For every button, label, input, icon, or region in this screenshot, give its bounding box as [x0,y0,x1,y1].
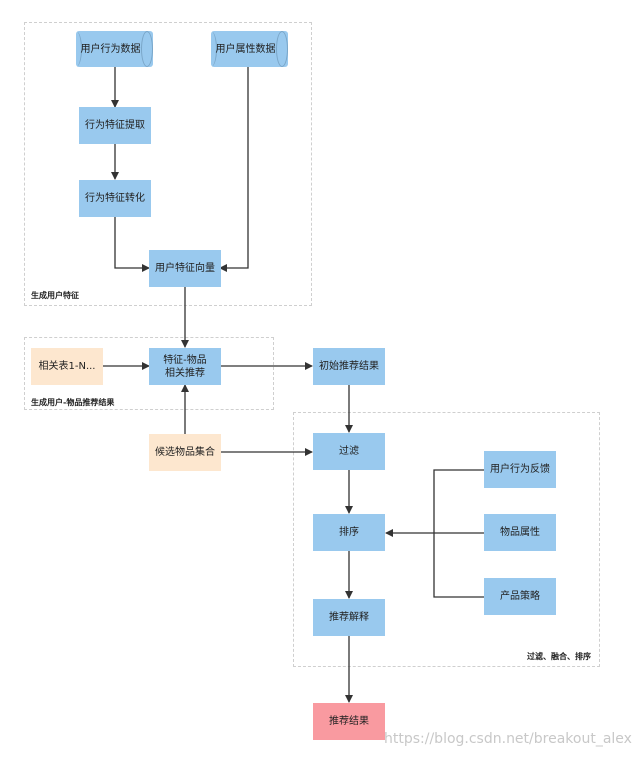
user-attribute-data-label: 用户属性数据 [215,43,276,55]
group-filter-merge-sort [293,412,600,667]
group-user-features [24,22,312,306]
candidate-items-node: 候选物品集合 [149,434,221,471]
user-feature-vector-label: 用户特征向量 [155,263,215,274]
item-attribute-node: 物品属性 [484,514,556,551]
cylinder-right-cap [276,31,288,67]
watermark-url: https://blog.csdn.net/breakout_alex [384,731,632,747]
product-strategy-label: 产品策略 [500,591,540,602]
related-table-node: 相关表1-N... [31,348,103,385]
product-strategy-node: 产品策略 [484,578,556,615]
group-label-user-features: 生成用户特征 [31,291,79,300]
recommend-result-node: 推荐结果 [313,703,385,740]
feature-item-recommend-label: 特征-物品 相关推荐 [163,354,207,379]
feature-item-recommend-node: 特征-物品 相关推荐 [149,348,221,385]
item-attribute-label: 物品属性 [500,527,540,538]
behavior-feature-extract-label: 行为特征提取 [85,120,145,131]
user-behavior-feedback-node: 用户行为反馈 [484,451,556,488]
recommend-result-label: 推荐结果 [329,716,369,727]
related-table-label: 相关表1-N... [38,361,96,372]
filter-node: 过滤 [313,433,385,470]
sort-label: 排序 [339,527,359,538]
initial-recommend-result-node: 初始推荐结果 [313,348,385,385]
filter-label: 过滤 [339,446,359,457]
cylinder-left-cap [211,31,217,67]
behavior-feature-convert-node: 行为特征转化 [79,180,151,217]
recommend-explain-node: 推荐解释 [313,599,385,636]
candidate-items-label: 候选物品集合 [155,447,215,458]
cylinder-left-cap [76,31,82,67]
cylinder-right-cap [141,31,153,67]
initial-recommend-result-label: 初始推荐结果 [319,361,379,372]
arrow-convert-to-vector [114,217,150,272]
user-behavior-feedback-label: 用户行为反馈 [490,464,550,475]
user-behavior-data-node: 用户行为数据 [76,31,153,67]
arrow-attribute-to-vector [219,67,249,272]
group-label-user-item-results: 生成用户-物品推荐结果 [31,398,115,407]
group-user-item-results [24,337,274,410]
group-label-filter-merge-sort: 过滤、融合、排序 [527,652,591,661]
user-attribute-data-node: 用户属性数据 [211,31,288,67]
sort-node: 排序 [313,514,385,551]
user-behavior-data-label: 用户行为数据 [80,43,141,55]
behavior-feature-convert-label: 行为特征转化 [85,193,145,204]
behavior-feature-extract-node: 行为特征提取 [79,107,151,144]
recommend-explain-label: 推荐解释 [329,612,369,623]
user-feature-vector-node: 用户特征向量 [149,250,221,287]
